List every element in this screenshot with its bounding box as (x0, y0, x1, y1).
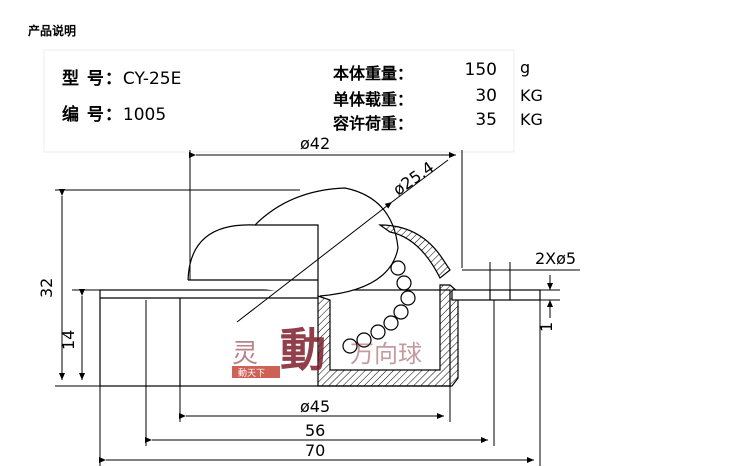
small-ball-7 (356, 332, 372, 348)
small-ball-4 (393, 304, 409, 320)
dim-text-1: 1 (537, 322, 556, 332)
model-value: CY-25E (122, 69, 182, 89)
flange (451, 289, 541, 301)
watermark-stamp (232, 366, 280, 378)
dim-text-14: 14 (59, 330, 78, 350)
watermark-stamp-text: 動天下 (238, 368, 265, 379)
spec-value-load: 30 (475, 86, 497, 106)
model-label: 型 号： (62, 69, 123, 89)
watermark-char-1: 灵 (232, 339, 258, 369)
small-ball-1 (390, 260, 406, 276)
dim-text-32: 32 (37, 278, 56, 298)
housing-section-lower (317, 284, 459, 387)
dimension-lines (55, 150, 580, 466)
spec-value-allowable: 35 (475, 110, 497, 130)
code-label: 编 号： (62, 105, 123, 125)
dim-text-phi42: ø42 (300, 134, 330, 153)
code-value: 1005 (122, 105, 167, 125)
ball-section-cut (255, 224, 319, 296)
page-title: 产品说明 (28, 24, 77, 38)
dim-line-phi25-4 (236, 201, 393, 323)
small-ball-3 (400, 290, 416, 306)
ball-outline (187, 187, 399, 297)
watermark-char-2: 動 (280, 323, 326, 377)
dim-text-56: 56 (305, 421, 325, 440)
spec-unit-load: KG (520, 86, 543, 105)
code-row: 编 号：1005 (62, 100, 166, 125)
housing-section-upper (378, 224, 451, 279)
dim-leader-phi25-4 (391, 159, 449, 203)
info-panel (43, 49, 515, 153)
spec-label-load: 单体载重： (333, 90, 414, 109)
dim-text-phi25-4: ø25.4 (389, 158, 437, 200)
small-ball-8 (342, 338, 358, 354)
spec-unit-weight: g (520, 58, 531, 77)
model-row: 型 号：CY-25E (62, 64, 181, 89)
small-ball-2 (396, 275, 412, 291)
small-ball-5 (383, 315, 399, 331)
ball-transfer-unit (99, 187, 541, 387)
dim-text-70: 70 (305, 441, 325, 460)
spec-unit-allowable: KG (520, 110, 543, 129)
spec-label-weight: 本体重量： (333, 64, 414, 83)
dim-text-2x-phi5: 2Xø5 (535, 249, 576, 268)
dim-text-phi45: ø45 (300, 397, 330, 416)
small-ball-6 (370, 324, 386, 340)
spec-value-weight: 150 (464, 60, 497, 80)
watermark-logo: 灵 動 万向球 動天下 (232, 323, 422, 379)
spec-label-allowable: 容许荷重： (333, 114, 414, 133)
watermark-char-3: 万向球 (350, 340, 422, 368)
